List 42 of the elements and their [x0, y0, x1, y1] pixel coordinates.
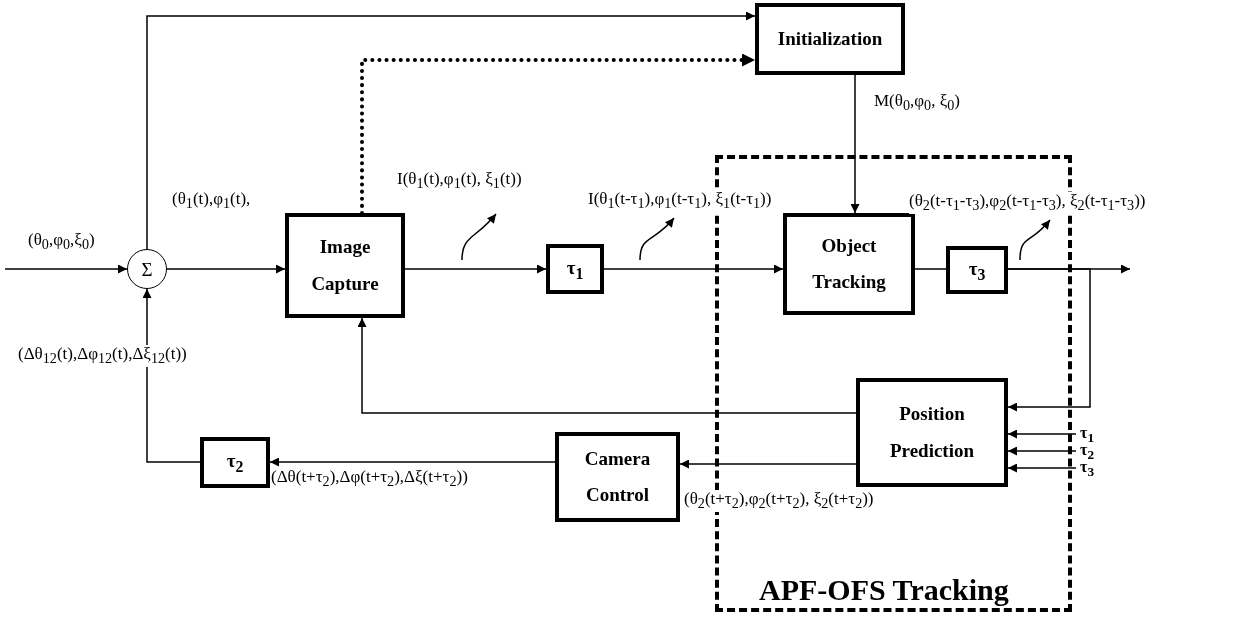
process-box [555, 432, 680, 522]
arrow [146, 11, 756, 250]
box-label: Image Capture [310, 235, 380, 296]
process-box [200, 437, 270, 488]
edge-label: τ$_{2}$ [1080, 442, 1095, 462]
edge-label: I(θ$_{1}$(t-τ$_{1}$),φ$_{1}$(t-τ$_{1}$), ξ$_{1}$(t-τ$_{1}$)) [588, 190, 772, 212]
group-title: APF-OFS Tracking [759, 573, 1009, 606]
arrow [1007, 446, 1077, 456]
box-label: Camera Control [583, 446, 652, 507]
edge-label: τ$_{3}$ [1080, 459, 1095, 479]
edge-label: (θ$_{2}$(t-τ$_{1}$-τ$_{3}$),φ$_{2}$(t-τ$_{1}$-τ$_{3}$), ξ$_{2}$(t-τ$_{1}$-τ$_{3}$)) [909, 192, 1146, 214]
arrow [603, 264, 784, 274]
sum-symbol: Σ [141, 259, 153, 279]
box-label: τ$_{2}$ [226, 449, 244, 477]
arrow [4, 264, 128, 274]
process-box [856, 378, 1008, 487]
arrow [166, 264, 286, 274]
arrow [679, 459, 857, 469]
box-label: τ$_{1}$ [566, 255, 584, 284]
arrow [269, 457, 556, 467]
edge-label: (θ$_{2}$(t+τ$_{2}$),φ$_{2}$(t+τ$_{2}$), ξ$_{2}$(t+τ$_{2}$)) [684, 490, 874, 512]
arrow [1007, 268, 1091, 412]
process-box [755, 3, 905, 75]
box-label: Initialization [777, 26, 883, 51]
arrow [360, 53, 757, 215]
process-box [285, 213, 405, 318]
arrow [1007, 429, 1077, 439]
edge-label: (Δθ$_{12}$(t),Δφ$_{12}$(t),Δξ$_{12}$(t)) [18, 345, 187, 367]
arrow [357, 317, 857, 414]
arrow [1007, 463, 1077, 473]
arrow [404, 264, 547, 274]
connector-line [914, 268, 947, 270]
arrow [850, 74, 860, 214]
arrow [142, 288, 201, 463]
edge-label: τ$_{1}$ [1080, 425, 1095, 445]
process-box [946, 246, 1008, 294]
summing-junction [127, 249, 167, 289]
process-box [783, 213, 915, 315]
box-label: Object Tracking [811, 233, 887, 294]
box-label: τ$_{3}$ [968, 256, 986, 285]
process-box [546, 244, 604, 294]
box-label: Position Prediction [888, 402, 976, 463]
